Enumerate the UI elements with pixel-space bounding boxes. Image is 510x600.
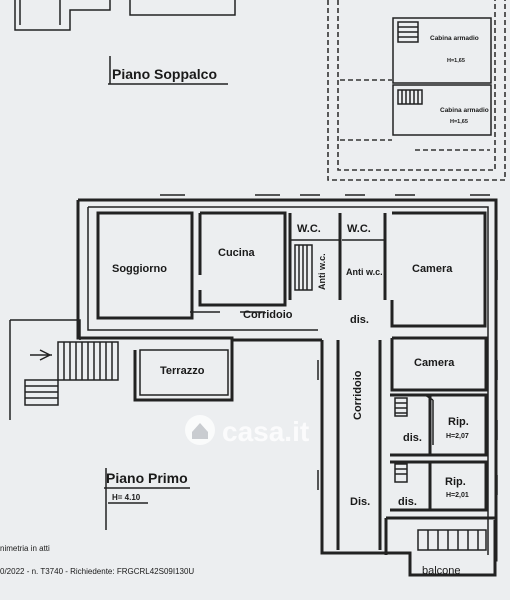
room-anti-wc-2: Anti w.c. xyxy=(346,267,383,277)
room-camera-2: Camera xyxy=(414,357,455,369)
footer-line-1: nimetria in atti xyxy=(0,544,50,553)
room-dis-1: dis. xyxy=(350,314,369,326)
room-rip-2: Rip. xyxy=(445,476,466,488)
room-cucina: Cucina xyxy=(218,247,256,259)
room-dis-3: dis. xyxy=(398,496,417,508)
footer-line-2: 0/2022 - n. T3740 - Richiedente: FRGCRL4… xyxy=(0,567,194,576)
first-floor-height: H= 4.10 xyxy=(112,493,141,502)
closet1-label: Cabina armadio xyxy=(430,35,479,42)
closet2-label: Cabina armadio xyxy=(440,107,489,114)
room-balcone: balcone xyxy=(422,565,461,577)
room-rip-2-height: H=2,01 xyxy=(446,492,469,499)
room-wc-2: W.C. xyxy=(347,223,371,235)
room-wc-1: W.C. xyxy=(297,223,321,235)
room-anti-wc-1: Anti w.c. xyxy=(317,253,327,290)
room-corridoio-horizontal: Corridoio xyxy=(243,309,293,321)
watermark: casa.it xyxy=(185,415,309,447)
watermark-text: casa.it xyxy=(222,416,309,447)
room-rip-1: Rip. xyxy=(448,416,469,428)
first-floor-walls xyxy=(9,194,498,577)
room-dis-big: Dis. xyxy=(350,496,370,508)
mezzanine-title: Piano Soppalco xyxy=(112,66,217,82)
closet1-height: H=1,65 xyxy=(447,58,465,64)
room-terrazzo: Terrazzo xyxy=(160,365,205,377)
mezzanine-plan xyxy=(327,0,506,181)
room-soggiorno: Soggiorno xyxy=(112,263,167,275)
room-rip-1-height: H=2,07 xyxy=(446,433,469,440)
home-icon-shape xyxy=(192,423,208,439)
top-fragment xyxy=(14,0,236,31)
room-corridoio-vertical: Corridoio xyxy=(352,370,364,420)
first-floor-title: Piano Primo xyxy=(106,470,188,486)
room-camera-1: Camera xyxy=(412,263,453,275)
closet2-height: H=1,65 xyxy=(450,119,468,125)
room-dis-2: dis. xyxy=(403,432,422,444)
